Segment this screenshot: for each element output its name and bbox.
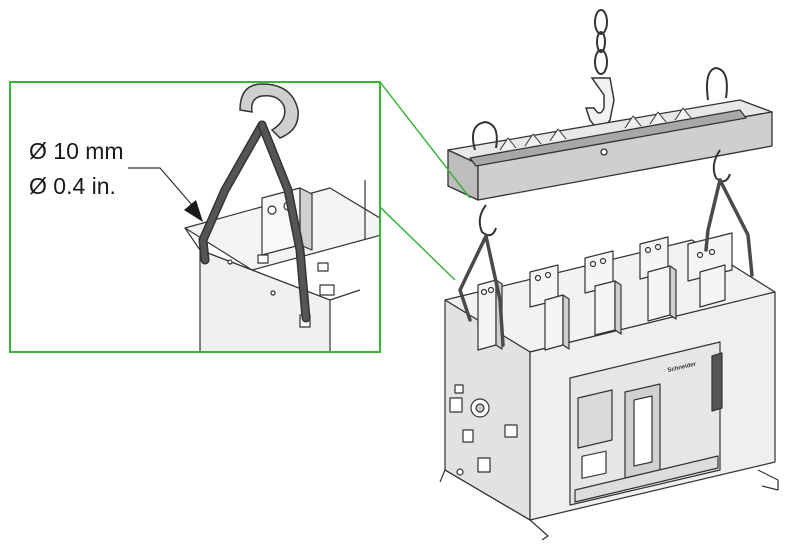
main-slings xyxy=(458,178,754,347)
lifting-chain-icon xyxy=(594,9,608,75)
breaker-foot-right xyxy=(757,469,779,491)
connector-5 xyxy=(687,232,733,308)
connector-3 xyxy=(584,250,622,336)
arrow-pointer-icon xyxy=(128,167,203,222)
shackle-left xyxy=(472,121,498,151)
control-unit-display xyxy=(577,389,613,449)
sling-diameter-metric: Ø 10 mm xyxy=(29,138,124,164)
zoom-detail xyxy=(9,81,381,353)
breaker-foot-left xyxy=(439,469,549,541)
zoom-sling xyxy=(198,120,311,323)
rating-plate-inner xyxy=(633,395,653,467)
terminal-strip xyxy=(574,455,719,503)
connector-4 xyxy=(639,236,677,322)
zoom-detail-frame xyxy=(9,81,381,353)
lifting-hook-icon xyxy=(584,77,615,129)
lower-hooks xyxy=(478,149,731,237)
lifting-beam xyxy=(447,67,773,201)
zoom-hook-icon xyxy=(239,83,299,139)
circuit-breaker-drawing xyxy=(439,232,779,541)
side-panel-details xyxy=(449,384,518,476)
shackle-right xyxy=(706,67,728,101)
control-unit-screen xyxy=(581,450,607,479)
accessory-strip xyxy=(711,352,723,412)
beam-channel xyxy=(469,109,747,167)
sling-diameter-imperial: Ø 0.4 in. xyxy=(29,173,116,199)
connector-2 xyxy=(529,264,570,351)
zoom-connector-lines xyxy=(379,81,471,281)
zoom-side-edge xyxy=(184,227,361,301)
top-connectors xyxy=(477,232,733,351)
